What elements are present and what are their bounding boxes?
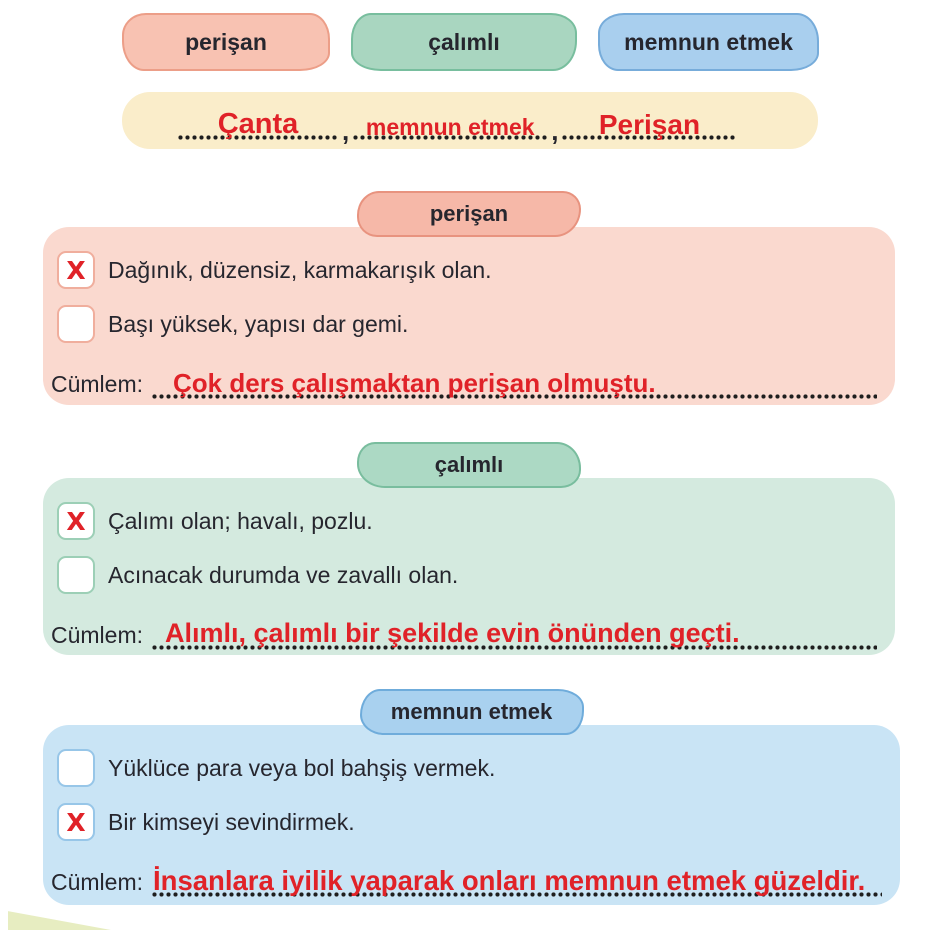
option-text: Başı yüksek, yapısı dar gemi. — [108, 310, 409, 337]
answer-blank-3[interactable]: Perişan — [561, 96, 738, 140]
sentence-row: Cümlem: Çok ders çalışmaktan perişan olm… — [51, 359, 877, 399]
option-checkbox-checked[interactable]: X — [57, 251, 95, 289]
section-calimli: çalımlı X Çalımı olan; havalı, pozlu. Ac… — [43, 442, 895, 655]
section-memnun-etmek-badge: memnun etmek — [359, 689, 584, 735]
option-text: Yüklüce para veya bol bahşiş vermek. — [108, 754, 496, 781]
x-mark: X — [66, 255, 86, 285]
answer-strip: Çanta , memnun etmek , Perişan — [122, 92, 818, 149]
word-chip-calimli: çalımlı — [351, 13, 577, 71]
definition-option-row: X Dağınık, düzensiz, karmakarışık olan. — [57, 251, 877, 289]
handwritten-sentence: Alımlı, çalımlı bir şekilde evin önünden… — [165, 618, 740, 648]
definition-option-row: Yüklüce para veya bol bahşiş vermek. — [57, 749, 882, 787]
section-memnun-etmek: memnun etmek Yüklüce para veya bol bahşi… — [43, 689, 900, 905]
option-checkbox-checked[interactable]: X — [57, 803, 95, 841]
option-checkbox-empty[interactable] — [57, 749, 95, 787]
definition-option-row: X Bir kimseyi sevindirmek. — [57, 803, 882, 841]
sentence-label: Cümlem: — [51, 622, 144, 648]
word-chip-label: çalımlı — [428, 28, 500, 55]
definition-option-row: Başı yüksek, yapısı dar gemi. — [57, 305, 877, 343]
comma-separator: , — [551, 116, 559, 147]
sentence-blank[interactable]: İnsanlara iyilik yaparak onları memnun e… — [151, 857, 882, 897]
answer-blank-1[interactable]: Çanta — [177, 96, 339, 140]
sentence-blank[interactable]: Çok ders çalışmaktan perişan olmuştu. — [151, 359, 877, 399]
handwritten-answer: memnun etmek — [365, 114, 535, 140]
sentence-label: Cümlem: — [51, 869, 144, 895]
handwritten-sentence: İnsanlara iyilik yaparak onları memnun e… — [153, 864, 866, 896]
corner-triangle-decoration — [8, 911, 111, 930]
x-mark: X — [66, 807, 86, 837]
section-perisan: perişan X Dağınık, düzensiz, karmakarışı… — [43, 191, 895, 405]
answer-blank-2[interactable]: memnun etmek — [352, 96, 549, 140]
comma-separator: , — [342, 116, 350, 147]
section-perisan-badge: perişan — [357, 191, 581, 237]
word-chip-memnun-etmek: memnun etmek — [598, 13, 819, 71]
handwritten-answer: Çanta — [217, 108, 299, 140]
sentence-row: Cümlem: Alımlı, çalımlı bir şekilde evin… — [51, 610, 877, 650]
option-checkbox-checked[interactable]: X — [57, 502, 95, 540]
section-title: çalımlı — [434, 452, 504, 477]
handwritten-answer: Perişan — [598, 109, 701, 140]
x-mark: X — [66, 506, 86, 536]
sentence-row: Cümlem: İnsanlara iyilik yaparak onları … — [51, 857, 882, 897]
handwritten-sentence: Çok ders çalışmaktan perişan olmuştu. — [173, 368, 656, 398]
option-text: Çalımı olan; havalı, pozlu. — [108, 507, 373, 534]
word-chip-label: memnun etmek — [624, 28, 793, 55]
option-text: Dağınık, düzensiz, karmakarışık olan. — [108, 256, 492, 283]
definition-option-row: Acınacak durumda ve zavallı olan. — [57, 556, 877, 594]
word-chips-row: perişan çalımlı memnun etmek — [122, 13, 819, 71]
option-text: Acınacak durumda ve zavallı olan. — [108, 561, 459, 588]
word-chip-perisan: perişan — [122, 13, 330, 71]
word-chip-label: perişan — [185, 28, 267, 55]
option-text: Bir kimseyi sevindirmek. — [108, 808, 355, 835]
sentence-blank[interactable]: Alımlı, çalımlı bir şekilde evin önünden… — [151, 610, 877, 650]
option-checkbox-empty[interactable] — [57, 556, 95, 594]
sentence-label: Cümlem: — [51, 371, 144, 397]
section-title: perişan — [429, 201, 509, 226]
definition-option-row: X Çalımı olan; havalı, pozlu. — [57, 502, 877, 540]
option-checkbox-empty[interactable] — [57, 305, 95, 343]
section-calimli-badge: çalımlı — [357, 442, 581, 488]
section-title: memnun etmek — [390, 699, 553, 724]
